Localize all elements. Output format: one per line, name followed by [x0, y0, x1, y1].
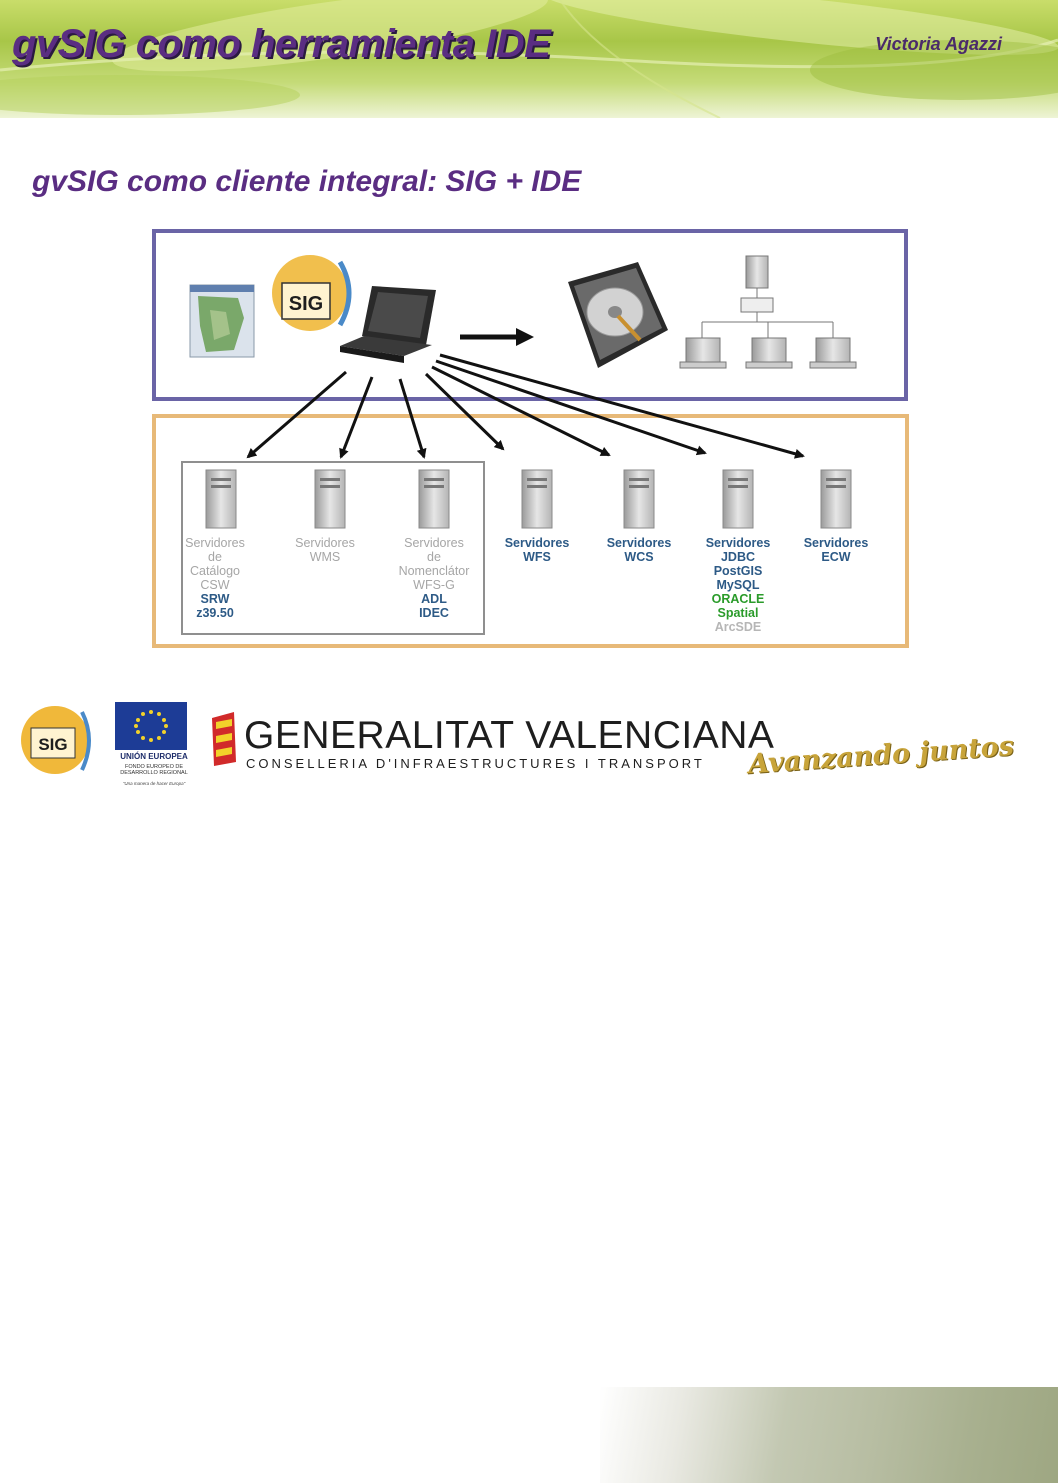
server-label-line: Servidores: [185, 536, 245, 550]
server-label-line: Catálogo: [189, 564, 241, 578]
gva-name: GENERALITAT VALENCIANA: [244, 714, 775, 757]
server-label-line: z39.50: [196, 606, 234, 620]
server-label-line: SRW: [200, 592, 230, 606]
city-photo: [600, 1387, 1058, 1483]
server-label-line: Servidores: [295, 536, 355, 550]
header-banner: gvSIG como herramienta IDE Victoria Agaz…: [0, 0, 1058, 118]
eu-motto: "Una manera de hacer Europa": [122, 781, 186, 786]
server-label-line: ORACLE: [711, 592, 765, 606]
server-label-line: Servidores: [606, 536, 672, 550]
server-label-line: WFS-G: [413, 578, 455, 592]
server-label-line: Servidores: [504, 536, 570, 550]
server-label-line: PostGIS: [713, 564, 763, 578]
server-label-line: de: [208, 550, 222, 564]
server-label-line: CSW: [200, 578, 230, 592]
gva-department: CONSELLERIA D'INFRAESTRUCTURES I TRANSPO…: [246, 756, 705, 771]
server-label-line: Spatial: [717, 606, 759, 620]
server-label-line: de: [427, 550, 441, 564]
server-label-line: IDEC: [419, 606, 449, 620]
server-label-line: Nomenclátor: [398, 564, 470, 578]
author-name: Victoria Agazzi: [875, 34, 1002, 54]
slide-title: gvSIG como herramienta IDE: [12, 22, 551, 66]
server-label-line: JDBC: [720, 550, 756, 564]
server-label-line: WMS: [309, 550, 341, 564]
leaf-background: [0, 0, 1058, 118]
client-panel: [152, 229, 908, 401]
eu-label: UNIÓN EUROPEA: [120, 752, 188, 761]
server-label-line: MySQL: [716, 578, 760, 592]
server-label-line: WFS: [523, 550, 551, 564]
server-label-line: Servidores: [404, 536, 464, 550]
server-label-line: ADL: [421, 592, 447, 606]
server-label-line: Servidores: [803, 536, 869, 550]
server-label-line: ArcSDE: [714, 620, 762, 634]
server-label-line: ECW: [821, 550, 851, 564]
eu-fund-label: FONDO EUROPEO DE DESARROLLO REGIONAL: [120, 764, 188, 776]
slide-subtitle: gvSIG como cliente integral: SIG + IDE: [32, 165, 582, 198]
server-label-line: Servidores: [705, 536, 771, 550]
server-label-line: WCS: [624, 550, 654, 564]
